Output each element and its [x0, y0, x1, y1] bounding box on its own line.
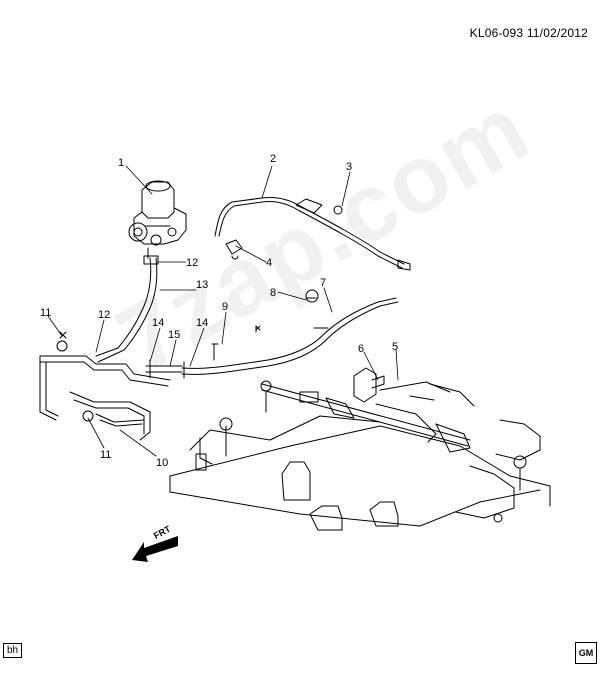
power-steering-cooler [39, 340, 171, 441]
callout-14-left: 14 [152, 317, 164, 329]
front-cradle [169, 383, 551, 531]
return-hose [95, 257, 152, 357]
callout-9: 9 [222, 301, 228, 313]
diagram-date: 11/02/2012 [526, 26, 588, 40]
callout-3: 3 [346, 161, 352, 173]
callout-1: 1 [118, 157, 124, 169]
callout-leaders [47, 165, 399, 457]
diagram-header: KL06-093 11/02/2012 [470, 26, 588, 40]
power-steering-pump [128, 180, 187, 259]
callout-8: 8 [270, 287, 276, 299]
steering-gear [260, 367, 471, 453]
callout-11-top: 11 [40, 307, 51, 319]
footer-tag: bh [3, 643, 23, 658]
high-pressure-hose [214, 197, 405, 265]
callout-11-bottom: 11 [100, 449, 111, 461]
diagram-ref-code: KL06-093 [469, 26, 524, 40]
callout-13: 13 [196, 279, 208, 291]
callout-12-left: 12 [98, 309, 110, 321]
callout-4: 4 [266, 257, 272, 269]
callout-5: 5 [392, 341, 398, 353]
callout-14-right: 14 [196, 317, 208, 329]
forward-arrow-icon [132, 536, 178, 562]
gm-logo: GM [575, 642, 597, 664]
callout-15: 15 [168, 329, 180, 341]
callout-6: 6 [358, 343, 364, 355]
callout-7: 7 [320, 277, 326, 289]
callout-10: 10 [156, 457, 168, 469]
callout-12-top: 12 [186, 257, 198, 269]
callout-2: 2 [270, 153, 276, 165]
